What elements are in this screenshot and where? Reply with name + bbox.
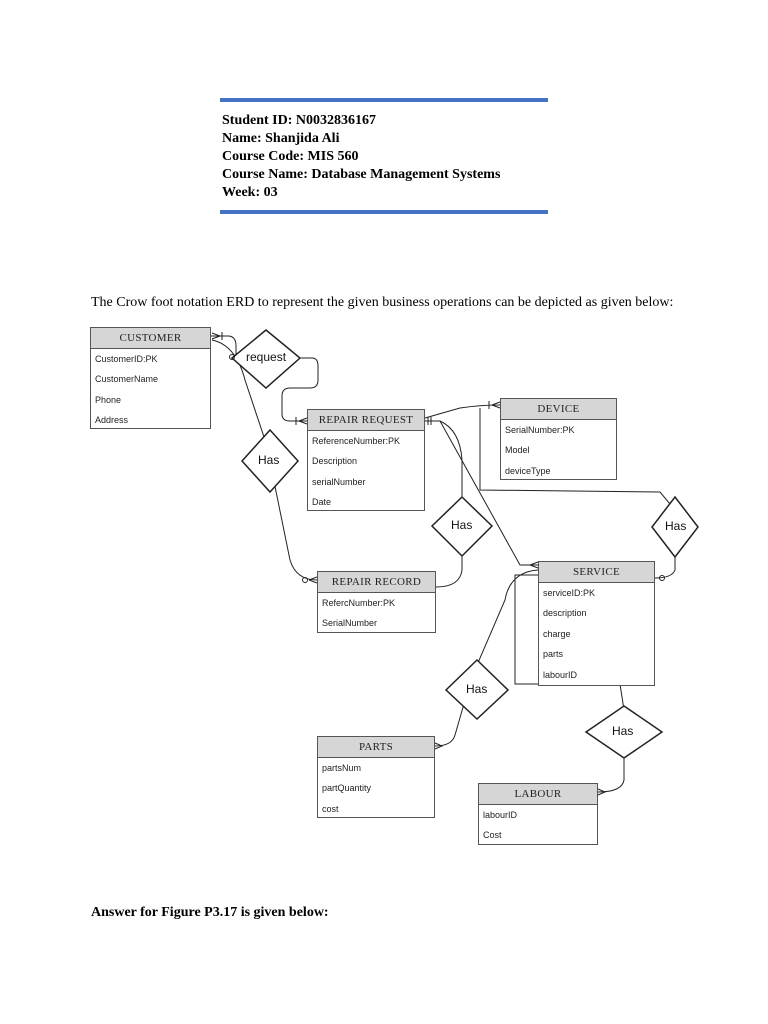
- attr: partQuantity: [322, 783, 372, 794]
- attr: labourID: [543, 669, 578, 680]
- attr: charge: [543, 628, 571, 639]
- line-has-service: [654, 545, 676, 579]
- attr: cost: [322, 803, 339, 814]
- entity-labour: LABOUR labourID Cost: [478, 783, 598, 845]
- line-haslabour-labour: [597, 755, 625, 793]
- course-code: Course Code: MIS 560: [222, 149, 359, 164]
- entity-customer: CUSTOMER CustomerID:PK CustomerName Phon…: [90, 327, 211, 429]
- marker-service-right: [659, 575, 665, 581]
- diamond-has-customer-record: [240, 428, 300, 494]
- bar-repairrequest-right: [427, 417, 432, 425]
- attr: Cost: [483, 830, 502, 841]
- line-has-repairrecord: [269, 461, 318, 581]
- label-has-parts-service: Has: [466, 682, 488, 696]
- crowfoot-customer: [211, 332, 223, 340]
- attr: ReferenceNumber:PK: [312, 436, 401, 446]
- header-bottom-rule: [220, 210, 548, 214]
- diamond-has-device-service: [651, 495, 699, 559]
- student-name: Name: Shanjida Ali: [222, 131, 340, 146]
- line-repairrequest-device: [424, 404, 501, 419]
- intro-paragraph: The Crow foot notation ERD to represent …: [91, 295, 674, 310]
- student-id: Student ID: N0032836167: [222, 113, 377, 128]
- attr: partsNum: [322, 763, 362, 773]
- label-has-request-record: Has: [451, 518, 473, 532]
- crowfoot-service: [529, 561, 539, 569]
- crowfoot-device: [488, 401, 501, 409]
- label-has-service-labour: Has: [612, 724, 634, 738]
- attr: parts: [543, 649, 564, 660]
- line-repairrequest-service: [439, 420, 538, 566]
- entity-parts: PARTS partsNum partQuantity cost: [317, 736, 435, 818]
- arrow-parts: [434, 742, 444, 750]
- line-request-repairrequest: [281, 357, 319, 422]
- answer-heading: Answer for Figure P3.17 is given below:: [91, 905, 329, 920]
- diamond-has-request-record: [430, 495, 494, 558]
- entity-service-title: SERVICE: [539, 562, 654, 583]
- attr: SerialNumber:PK: [505, 425, 575, 435]
- attr: Model: [505, 445, 530, 456]
- line-service-labour: [514, 574, 625, 711]
- arrow-labour: [597, 788, 607, 796]
- attr: SerialNumber: [322, 618, 378, 629]
- attr: Address: [95, 415, 129, 426]
- label-request: request: [246, 350, 287, 364]
- attr: Phone: [95, 394, 122, 405]
- diamond-request: [230, 329, 302, 390]
- line-device-has: [479, 408, 676, 511]
- entity-repair-request: REPAIR REQUEST ReferenceNumber:PK Descri…: [307, 409, 425, 511]
- student-info-block: Student ID: N0032836167 Name: Shanjida A…: [222, 112, 500, 202]
- marker-repairrecord: [302, 577, 308, 583]
- label-has-device-service: Has: [665, 519, 687, 533]
- attr: CustomerName: [95, 374, 159, 385]
- crowfoot-repairrecord: [308, 576, 318, 584]
- line-service-hasparts: [467, 569, 539, 687]
- entity-repair-record: REPAIR RECORD RefercNumber:PK SerialNumb…: [317, 571, 436, 633]
- marker-request-left: [229, 354, 235, 360]
- line-has-repairrecord2: [435, 525, 463, 588]
- attr: serialNumber: [312, 476, 366, 487]
- line-hasparts-parts: [434, 689, 469, 747]
- attr: Date: [312, 497, 332, 508]
- entity-device: DEVICE SerialNumber:PK Model deviceType: [500, 398, 617, 480]
- diamond-has-parts-service: [444, 658, 510, 721]
- entity-customer-title: CUSTOMER: [91, 328, 210, 349]
- diamond-has-service-labour: [584, 705, 664, 759]
- attr: description: [543, 608, 587, 619]
- header-top-rule: [220, 98, 548, 102]
- attr: serviceID:PK: [543, 588, 596, 598]
- entity-service: SERVICE serviceID:PK description charge …: [538, 561, 655, 686]
- week: Week: 03: [222, 185, 278, 200]
- entity-repair-record-title: REPAIR RECORD: [318, 572, 435, 593]
- crowfoot-repairrequest: [295, 417, 308, 425]
- entity-parts-title: PARTS: [318, 737, 434, 758]
- attr: RefercNumber:PK: [322, 598, 396, 608]
- attr: labourID: [483, 810, 518, 820]
- course-name: Course Name: Database Management Systems: [222, 167, 501, 182]
- label-has-customer-record: Has: [258, 453, 280, 467]
- entity-repair-request-title: REPAIR REQUEST: [308, 410, 424, 431]
- attr: Description: [312, 456, 358, 467]
- line-customer-request: [210, 335, 237, 356]
- attr: deviceType: [505, 465, 551, 476]
- attr: CustomerID:PK: [95, 354, 158, 364]
- entity-labour-title: LABOUR: [479, 784, 597, 805]
- entity-device-title: DEVICE: [501, 399, 616, 420]
